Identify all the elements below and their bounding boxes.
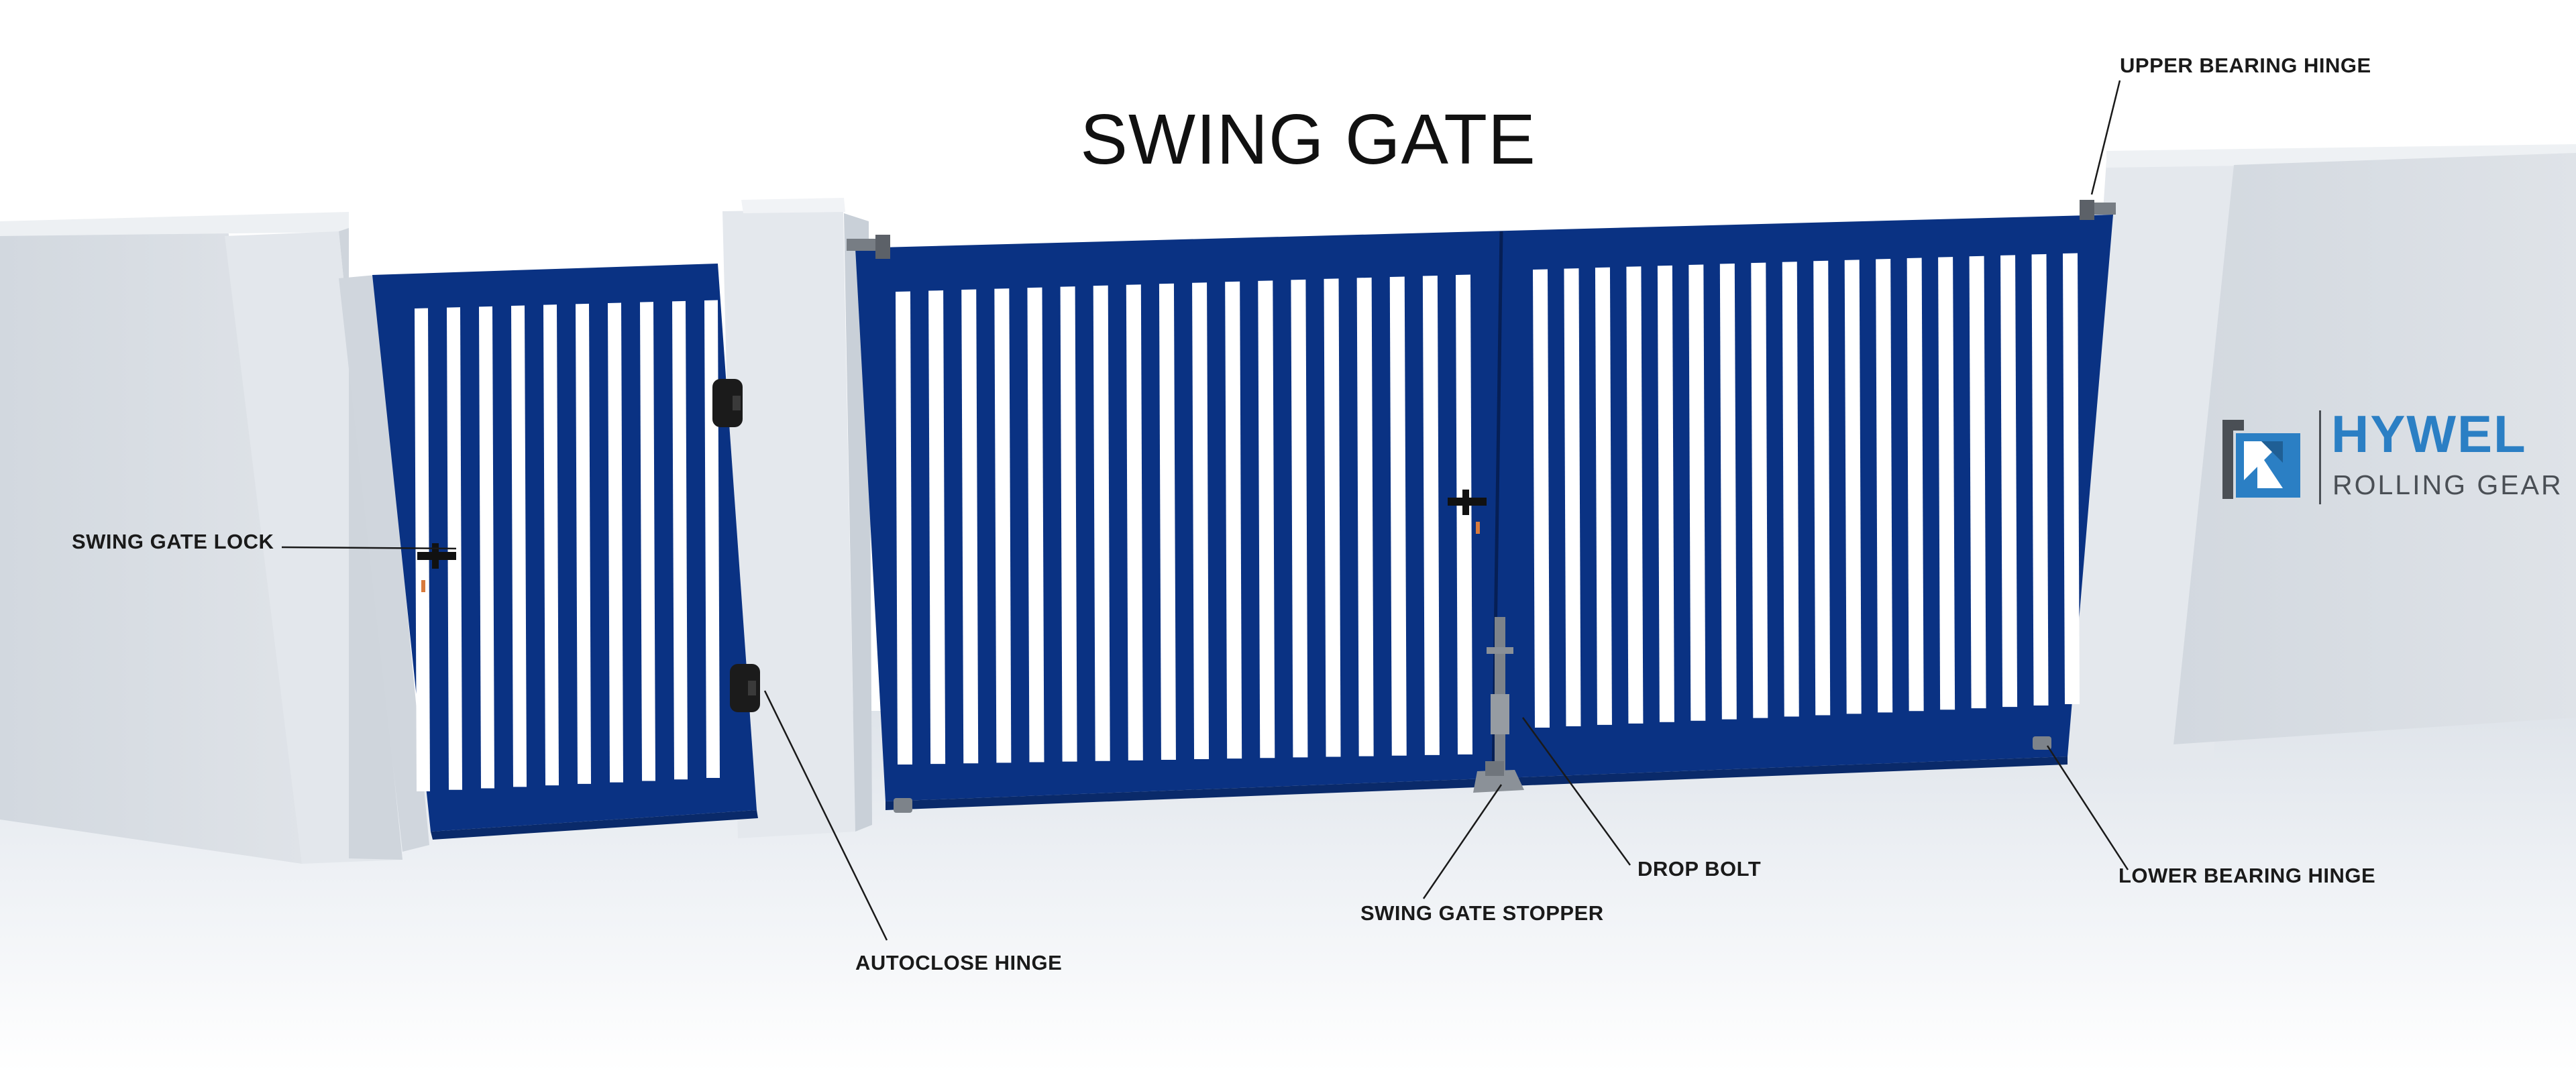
gate-slat [479,306,494,789]
gate-slat [1907,258,1924,712]
gate-slat [1027,287,1044,763]
gate-slat [1093,285,1110,761]
hywel-logo-mark-icon [2222,420,2300,499]
gate-slat [1657,265,1674,722]
gate-slat [1969,256,1986,709]
left-inner-post [339,275,429,852]
gate-slat [1533,269,1550,728]
gate-slat [896,291,912,765]
gate-slat [1126,284,1143,760]
gate-slat [1938,257,1955,710]
left-wall-cap [0,212,349,236]
gate-slat [961,289,979,764]
lower-bearing-hinge-icon [894,736,2051,813]
gate-slat [1751,262,1768,718]
swing-gate-stopper-icon [1473,761,1524,793]
autoclose-hinge-label: AUTOCLOSE HINGE [855,951,1063,974]
gate-slat [1389,276,1407,756]
left-wall [0,229,302,864]
hywel-logo: HYWEL ROLLING GEAR [2217,404,2561,515]
gate-slat [1060,286,1077,762]
middle-pillar-cap [741,198,845,213]
swing-gate-lock-icon [417,490,1487,592]
gate-slat [543,304,559,786]
gate-slat [1422,275,1440,755]
gate-slat [640,302,655,781]
drop-bolt-icon [1487,617,1513,771]
gate-slat [1626,266,1644,724]
gate-slat [1324,278,1341,757]
gate-slat [608,302,623,783]
gate-slat [1192,282,1210,760]
upper-bearing-hinge-label: UPPER BEARING HINGE [2120,54,2371,77]
gate-slat [994,288,1012,763]
gate-slat [1258,280,1275,758]
gate-slat [1291,279,1308,758]
gate-slat [1688,264,1706,721]
autoclose-hinge-icon [712,379,760,712]
page-title: SWING GATE [1080,100,1536,179]
drop-bolt-label: DROP BOLT [1638,857,1762,881]
leader-lines [281,80,2129,941]
logo-divider [2319,410,2321,504]
gate-slat [1813,260,1831,716]
right-wall [2174,153,2576,744]
gate-slat [1782,262,1799,717]
gate-slat [928,290,946,765]
gate-slat [1719,264,1737,720]
gate-slat [2000,255,2018,708]
logo-tagline: ROLLING GEAR [2332,469,2563,500]
swing-gate-lock-label: SWING GATE LOCK [72,530,274,553]
pedestrian-gate [372,264,758,840]
gate-slat [704,300,720,778]
gate-slat [1876,258,1893,713]
upper-bearing-hinge-icon [847,200,2116,259]
gate-slat [1595,267,1612,725]
gate-slat [2063,253,2080,704]
gate-slat [672,300,688,780]
lower-bearing-hinge-label: LOWER BEARING HINGE [2118,864,2376,887]
gate-slat [415,308,430,791]
gate-slat [576,303,591,784]
logo-brand: HYWEL [2331,404,2527,463]
gate-slat [1564,268,1581,726]
gate-slat [1356,277,1374,756]
swing-gate-stopper-label: SWING GATE STOPPER [1360,901,1604,925]
gate-slat [1225,281,1242,759]
gate-slat [2031,253,2049,706]
gate-slat [1844,260,1862,714]
gate-slat [511,305,527,787]
gate-slat [1159,283,1176,760]
double-swing-gate [855,215,2113,810]
gate-frame [855,215,2113,801]
